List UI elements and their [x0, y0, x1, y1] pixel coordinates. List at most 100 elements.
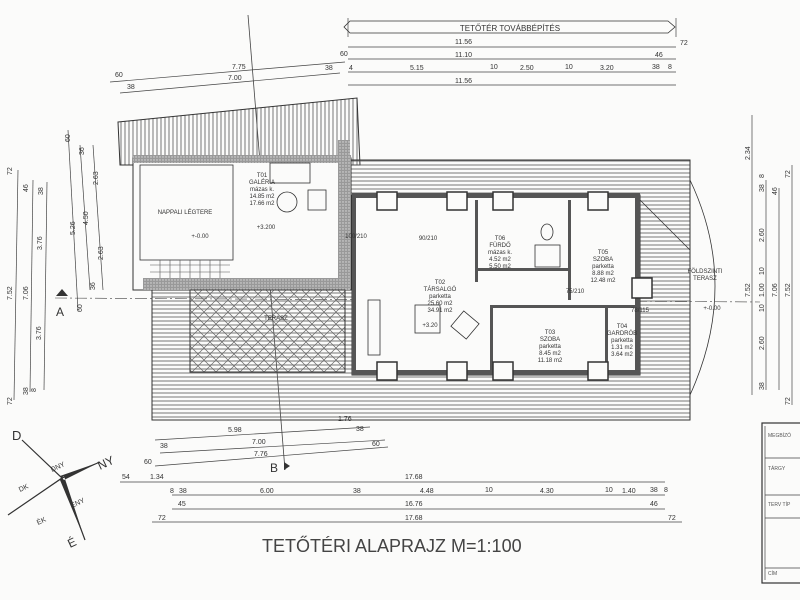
- room-area: 1.31 m2: [611, 345, 633, 351]
- dim: 2.60: [759, 228, 766, 242]
- top-dimensions: 11.56 72 60 11.10 46 4 5.15 10 2.50 10 3…: [109, 39, 688, 94]
- compass-label: NY: [95, 453, 116, 473]
- dim: 11.56: [455, 39, 472, 46]
- room-name: FÖLDSZINTI: [687, 268, 722, 275]
- room-area: 17.66 m2: [249, 201, 275, 207]
- room-t05: T05 SZOBA parketta 8.88 m2 12.48 m2: [590, 250, 616, 284]
- dim: 3.20: [600, 65, 614, 72]
- table-icon: [276, 191, 298, 213]
- dim: 4.30: [540, 488, 554, 495]
- dim: 7.06: [23, 286, 30, 300]
- dim: 4.48: [420, 488, 434, 495]
- door-label: 90/210: [419, 236, 438, 242]
- room-floor: parketta: [592, 264, 614, 270]
- dim: 8: [170, 488, 174, 495]
- drawing-title: TETŐTÉRI ALAPRAJZ M=1:100: [262, 535, 522, 556]
- room-nappali: NAPPALI LÉGTERE +-0.00: [158, 209, 213, 240]
- dim: 11.10: [455, 52, 472, 59]
- table-icon: [414, 304, 441, 334]
- dim: 46: [650, 501, 658, 508]
- dim: 6.00: [260, 488, 274, 495]
- left-dimensions: 72 7.52 72 46 7.06 38 38 3.76 3.76 8 60 …: [7, 129, 105, 405]
- room-area: 12.48 m2: [590, 278, 616, 284]
- dim: 1.34: [150, 474, 164, 481]
- door-label: 100/210: [345, 234, 367, 240]
- title-block: MEGBÍZÓ TÁRGY TERV TÍP CÍM: [761, 422, 800, 584]
- bottom-dimensions: 1.76 5.98 38 7.00 38 60 7.76 60 54 1.34 …: [120, 416, 682, 523]
- room-area: 14.85 m2: [249, 194, 275, 200]
- title-block-label: TÁRGY: [768, 465, 786, 472]
- project-banner: TETŐTÉR TOVÁBBÉPÍTÉS: [343, 18, 677, 37]
- dim: 38: [38, 187, 45, 195]
- dim: 7.52: [745, 283, 752, 297]
- room-t06: T06 FÜRDŐ mázas k. 4.52 m2 5.50 m2: [488, 236, 512, 270]
- room-name: SZOBA: [540, 337, 560, 343]
- section-label: B: [270, 461, 278, 475]
- dim: 46: [23, 184, 30, 192]
- room-floor: mázas k.: [250, 187, 274, 193]
- room-t04: T04 GARDRÓB parketta 1.31 m2 3.64 m2: [607, 324, 637, 358]
- compass-label: D: [12, 428, 21, 443]
- dim: 4.50: [83, 211, 90, 225]
- dim: 3.76: [37, 236, 44, 250]
- dim: 54: [122, 474, 130, 481]
- room-area: 34.91 m2: [427, 308, 453, 314]
- dim: 2.60: [759, 336, 766, 350]
- dim: 72: [7, 167, 14, 175]
- section-label: A: [56, 305, 64, 319]
- room-code: T05: [598, 250, 609, 256]
- opening-labels: 100/210 90/210 78/115 75/210: [345, 234, 649, 314]
- room-area: 8.45 m2: [539, 351, 561, 357]
- dim: 38: [325, 65, 333, 72]
- room-floor: mázas k.: [488, 250, 512, 256]
- right-dimensions: 2.34 8 38 2.60 10 1.00 10 2.60 38 7.52 4…: [745, 115, 793, 405]
- dim: 11.56: [455, 78, 472, 85]
- compass-label: DK: [18, 483, 30, 494]
- compass-rose-icon: D NY DNY DK ÉNY ÉK É: [7, 428, 116, 551]
- room-code: T02: [435, 280, 446, 286]
- room-area: 4.52 m2: [489, 257, 511, 263]
- armchair-icon: [450, 310, 480, 340]
- dim: 3.76: [36, 326, 43, 340]
- dim: 2.34: [745, 146, 752, 160]
- armchair-icon: [307, 189, 327, 211]
- room-area: 3.64 m2: [611, 352, 633, 358]
- room-name: NAPPALI LÉGTERE: [158, 209, 213, 216]
- level-mark: +3.200: [257, 225, 276, 231]
- dim: 1.76: [338, 416, 352, 423]
- room-name: TÁRSALGÓ: [424, 286, 457, 293]
- dim: 46: [772, 187, 779, 195]
- room-area: 5.50 m2: [489, 264, 511, 270]
- dim: 5.15: [410, 65, 424, 72]
- dim: 36: [90, 282, 97, 290]
- dim: 72: [785, 397, 792, 405]
- room-t03: T03 SZOBA parketta 8.45 m2 11.18 m2: [538, 330, 563, 364]
- room-floor: parketta: [539, 344, 561, 350]
- room-area: 11.18 m2: [538, 358, 563, 364]
- dim: 10: [759, 304, 766, 312]
- dim: 7.75: [232, 64, 246, 71]
- dim: 10: [490, 64, 498, 71]
- title-block-label: CÍM: [768, 570, 777, 577]
- room-t02: T02 TÁRSALGÓ parketta 25.60 m2 34.91 m2 …: [422, 280, 456, 329]
- dim: 60: [115, 72, 123, 79]
- room-code: T03: [545, 330, 556, 336]
- dim: 7.76: [254, 451, 268, 458]
- title-block-label: MEGBÍZÓ: [768, 432, 791, 439]
- dim: 10: [485, 487, 493, 494]
- room-code: T01: [257, 173, 268, 179]
- main-building: [351, 191, 691, 381]
- room-foldszinti-terasz: FÖLDSZINTI TERASZ +-0.00: [687, 268, 722, 312]
- dim: 38: [652, 64, 660, 71]
- shower-icon: [534, 244, 561, 268]
- room-area: 8.88 m2: [592, 271, 614, 277]
- level-mark: +-0.00: [191, 234, 209, 240]
- dim: 2.63: [98, 246, 105, 260]
- dim: 8: [31, 388, 38, 392]
- compass-label: ÉNY: [69, 495, 86, 509]
- dim: 72: [7, 397, 14, 405]
- dim: 10: [759, 267, 766, 275]
- dim: 72: [668, 515, 676, 522]
- room-floor: parketta: [611, 338, 633, 344]
